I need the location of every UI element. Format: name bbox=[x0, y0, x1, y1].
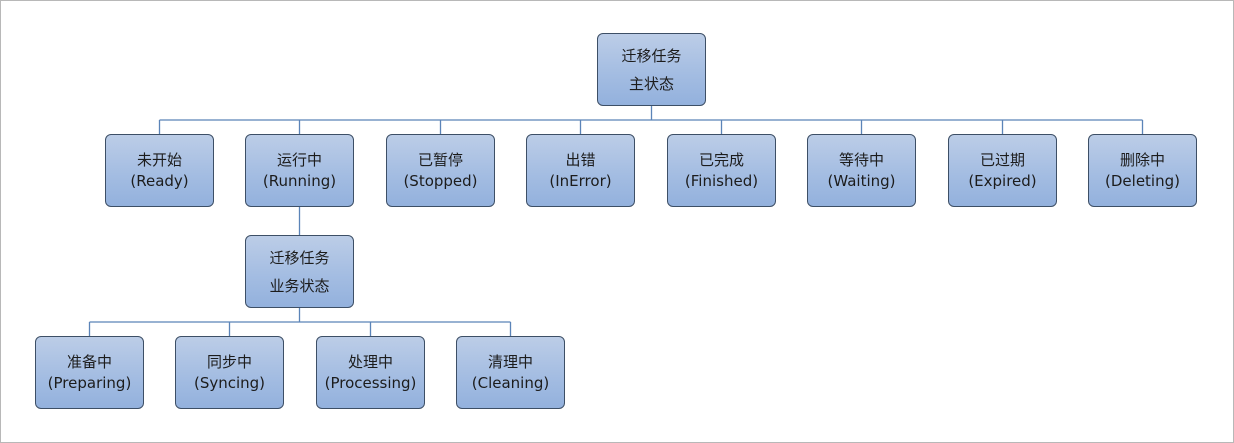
node-migration-task-main-status: 迁移任务 主状态 bbox=[597, 33, 706, 106]
node-label: 已暂停 bbox=[417, 150, 463, 169]
node-label-en: (Expired) bbox=[968, 171, 1037, 190]
node-label: 已完成 bbox=[698, 150, 744, 169]
node-label-en: (Syncing) bbox=[193, 373, 266, 392]
node-label-en: (Cleaning) bbox=[471, 373, 550, 392]
node-stopped: 已暂停 (Stopped) bbox=[386, 134, 495, 207]
node-label: 业务状态 bbox=[269, 276, 330, 295]
node-label-en: (Ready) bbox=[130, 171, 189, 190]
node-label-en: (Finished) bbox=[684, 171, 759, 190]
node-preparing: 准备中 (Preparing) bbox=[35, 336, 144, 409]
node-label-en: (Processing) bbox=[324, 373, 417, 392]
node-expired: 已过期 (Expired) bbox=[948, 134, 1057, 207]
node-label: 迁移任务 bbox=[269, 248, 330, 267]
node-label-en: (Preparing) bbox=[47, 373, 132, 392]
node-label-en: (Running) bbox=[262, 171, 337, 190]
node-label: 准备中 bbox=[66, 352, 112, 371]
node-label: 未开始 bbox=[136, 150, 182, 169]
node-label: 同步中 bbox=[206, 352, 252, 371]
node-label: 删除中 bbox=[1119, 150, 1165, 169]
node-label-en: (InError) bbox=[549, 171, 612, 190]
node-processing: 处理中 (Processing) bbox=[316, 336, 425, 409]
node-label: 运行中 bbox=[276, 150, 322, 169]
node-label: 清理中 bbox=[487, 352, 533, 371]
node-syncing: 同步中 (Syncing) bbox=[175, 336, 284, 409]
node-label: 已过期 bbox=[979, 150, 1025, 169]
node-cleaning: 清理中 (Cleaning) bbox=[456, 336, 565, 409]
node-label-en: (Deleting) bbox=[1105, 171, 1180, 190]
node-inerror: 出错 (InError) bbox=[526, 134, 635, 207]
node-label: 出错 bbox=[565, 150, 596, 169]
node-label: 主状态 bbox=[628, 74, 674, 93]
node-ready: 未开始 (Ready) bbox=[105, 134, 214, 207]
node-deleting: 删除中 (Deleting) bbox=[1088, 134, 1197, 207]
node-label: 迁移任务 bbox=[621, 46, 682, 65]
node-migration-task-business-status: 迁移任务 业务状态 bbox=[245, 235, 354, 308]
node-label: 等待中 bbox=[838, 150, 884, 169]
node-finished: 已完成 (Finished) bbox=[667, 134, 776, 207]
node-label-en: (Waiting) bbox=[827, 171, 896, 190]
node-waiting: 等待中 (Waiting) bbox=[807, 134, 916, 207]
node-running: 运行中 (Running) bbox=[245, 134, 354, 207]
node-label-en: (Stopped) bbox=[403, 171, 478, 190]
node-label: 处理中 bbox=[347, 352, 393, 371]
